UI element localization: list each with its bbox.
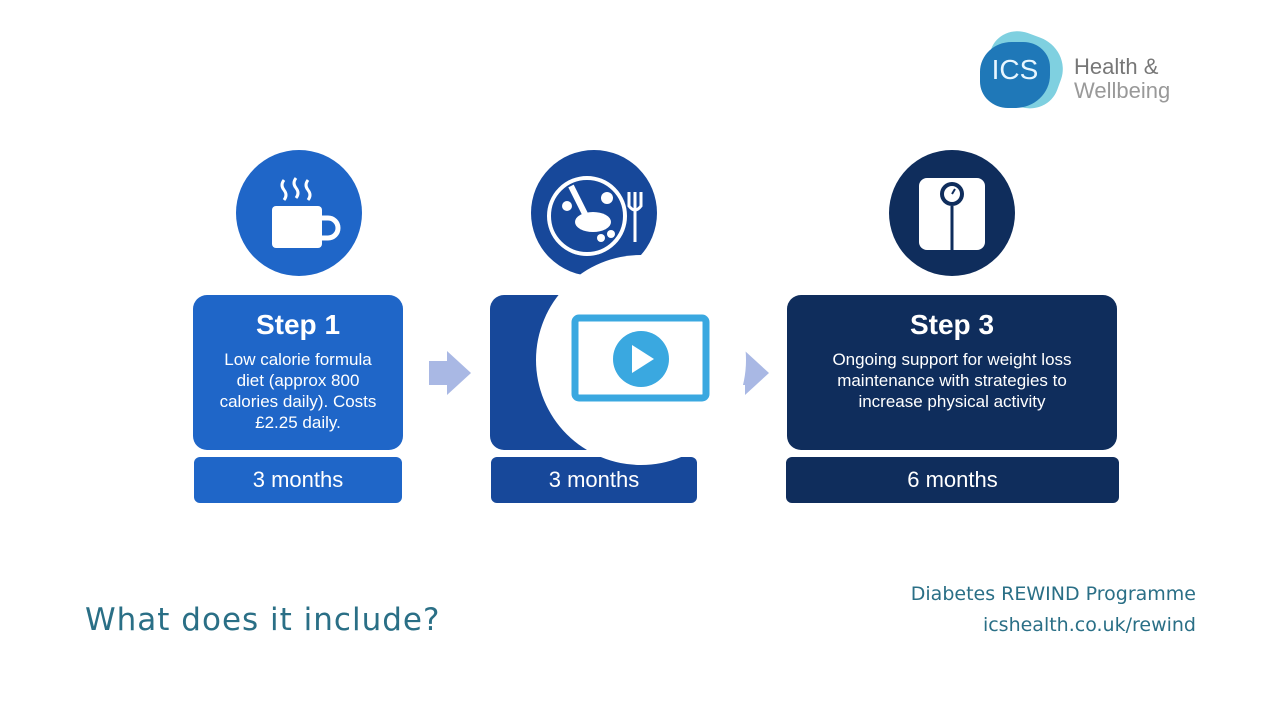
plate-food-icon	[531, 150, 657, 276]
step-1-text: Low calorie formula diet (approx 800 cal…	[219, 350, 377, 432]
page-heading: What does it include?	[85, 602, 441, 638]
weighing-scale-icon	[889, 150, 1015, 276]
step-3-text: Ongoing support for weight loss maintena…	[832, 350, 1072, 411]
step-1-duration: 3 months	[194, 457, 402, 503]
step-1-card: Step 1 Low calorie formula diet (approx …	[193, 295, 403, 450]
logo-line1: Health &	[1074, 54, 1159, 79]
video-play-button[interactable]	[536, 255, 746, 465]
play-icon	[571, 314, 710, 402]
step-1-title: Step 1	[255, 309, 341, 340]
programme-name: Diabetes REWIND Programme	[910, 583, 1196, 605]
coffee-mug-icon	[236, 150, 362, 276]
step-3-title: Step 3	[909, 309, 995, 340]
step-3-card: Step 3 Ongoing support for weight loss m…	[787, 295, 1117, 450]
step-2-duration: 3 months	[491, 457, 697, 503]
logo: ICS Health & Wellbeing	[975, 23, 1208, 117]
arrow-right-icon	[727, 351, 769, 395]
logo-mark: ICS	[991, 54, 1039, 85]
arrow-right-icon	[429, 351, 471, 395]
step-3-duration: 6 months	[786, 457, 1119, 503]
programme-url[interactable]: icshealth.co.uk/rewind	[982, 614, 1196, 636]
logo-line2: Wellbeing	[1074, 78, 1171, 103]
